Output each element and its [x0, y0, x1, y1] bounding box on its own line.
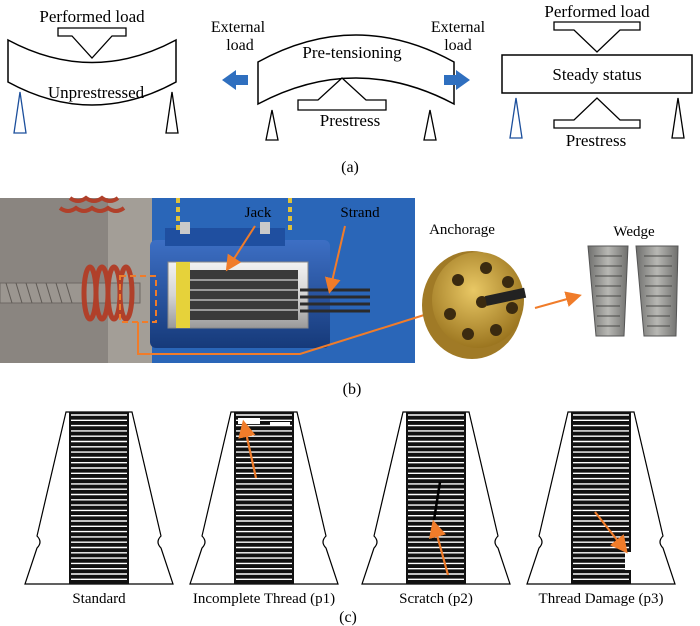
strand-leader: [324, 225, 346, 294]
anchorage-callout-line: [137, 305, 444, 355]
spring-bottom: [81, 264, 135, 322]
external-load-left-line1: External: [211, 19, 266, 36]
spring-top: [58, 195, 126, 213]
performed-load-arrow-icon: [553, 21, 641, 53]
wedge-leader: [534, 291, 582, 309]
jack-render: [0, 195, 415, 363]
caption-c: (c): [339, 609, 357, 626]
unprestressed-beam: Performed load Unprestressed: [7, 7, 179, 134]
caption-a: (a): [341, 159, 359, 176]
wedge-profile: Scratch (p2): [361, 411, 511, 607]
support-right-icon: [165, 91, 179, 134]
support-mid-left-icon: [265, 109, 279, 141]
wedge-profile-label: Scratch (p2): [399, 591, 473, 607]
steady-status-beam: Performed load Steady status Prestress: [501, 2, 693, 150]
unprestressed-label: Unprestressed: [48, 83, 145, 102]
prestress-label-right: Prestress: [566, 131, 626, 150]
wedge-image: [587, 245, 679, 337]
support-right-right-icon: [671, 97, 685, 139]
wedge-profile: Incomplete Thread (p1): [189, 411, 339, 607]
wedge-profile-label: Incomplete Thread (p1): [193, 591, 335, 607]
jack-leader: [225, 225, 256, 272]
wedge-profile: Thread Damage (p3): [526, 411, 676, 607]
pretensioning-label: Pre-tensioning: [302, 43, 402, 62]
panel-b: Jack Strand Anchorage: [0, 195, 679, 398]
external-load-right-line1: External: [431, 19, 486, 36]
external-load-arrow-right-icon: [444, 70, 470, 90]
performed-load-label-left: Performed load: [39, 7, 145, 26]
support-right-left-icon: [509, 97, 523, 139]
steady-status-label: Steady status: [552, 65, 641, 84]
wedge-profile-label: Standard: [72, 591, 126, 607]
external-load-right-line2: load: [444, 37, 472, 54]
anchorage-label: Anchorage: [429, 222, 495, 238]
prestress-arrow-up-icon: [297, 77, 387, 111]
wedge-profile: Standard: [24, 411, 174, 607]
panel-c: Standard Incomplete Thread (p1) Scratch (p…: [24, 411, 676, 626]
strand-label: Strand: [340, 205, 380, 221]
support-left-icon: [13, 91, 27, 134]
pretensioning-beam: Pre-tensioning Prestress External load E…: [211, 19, 486, 141]
support-mid-right-icon: [423, 109, 437, 141]
wedge-label: Wedge: [613, 224, 655, 240]
prestress-arrow-right-icon: [553, 97, 641, 129]
wedge-profile-label: Thread Damage (p3): [539, 591, 664, 607]
external-load-left-line2: load: [226, 37, 254, 54]
panel-a: Performed load Unprestressed Pre-tension…: [7, 2, 693, 176]
external-load-arrow-left-icon: [222, 70, 248, 90]
performed-load-label-right: Performed load: [544, 2, 650, 21]
prestress-label-mid: Prestress: [320, 111, 380, 130]
jack-label: Jack: [245, 205, 272, 221]
anchorage-image: [422, 251, 527, 359]
load-arrow-down-icon: [57, 27, 127, 59]
caption-b: (b): [343, 381, 362, 398]
strand-bundle: [300, 288, 370, 313]
